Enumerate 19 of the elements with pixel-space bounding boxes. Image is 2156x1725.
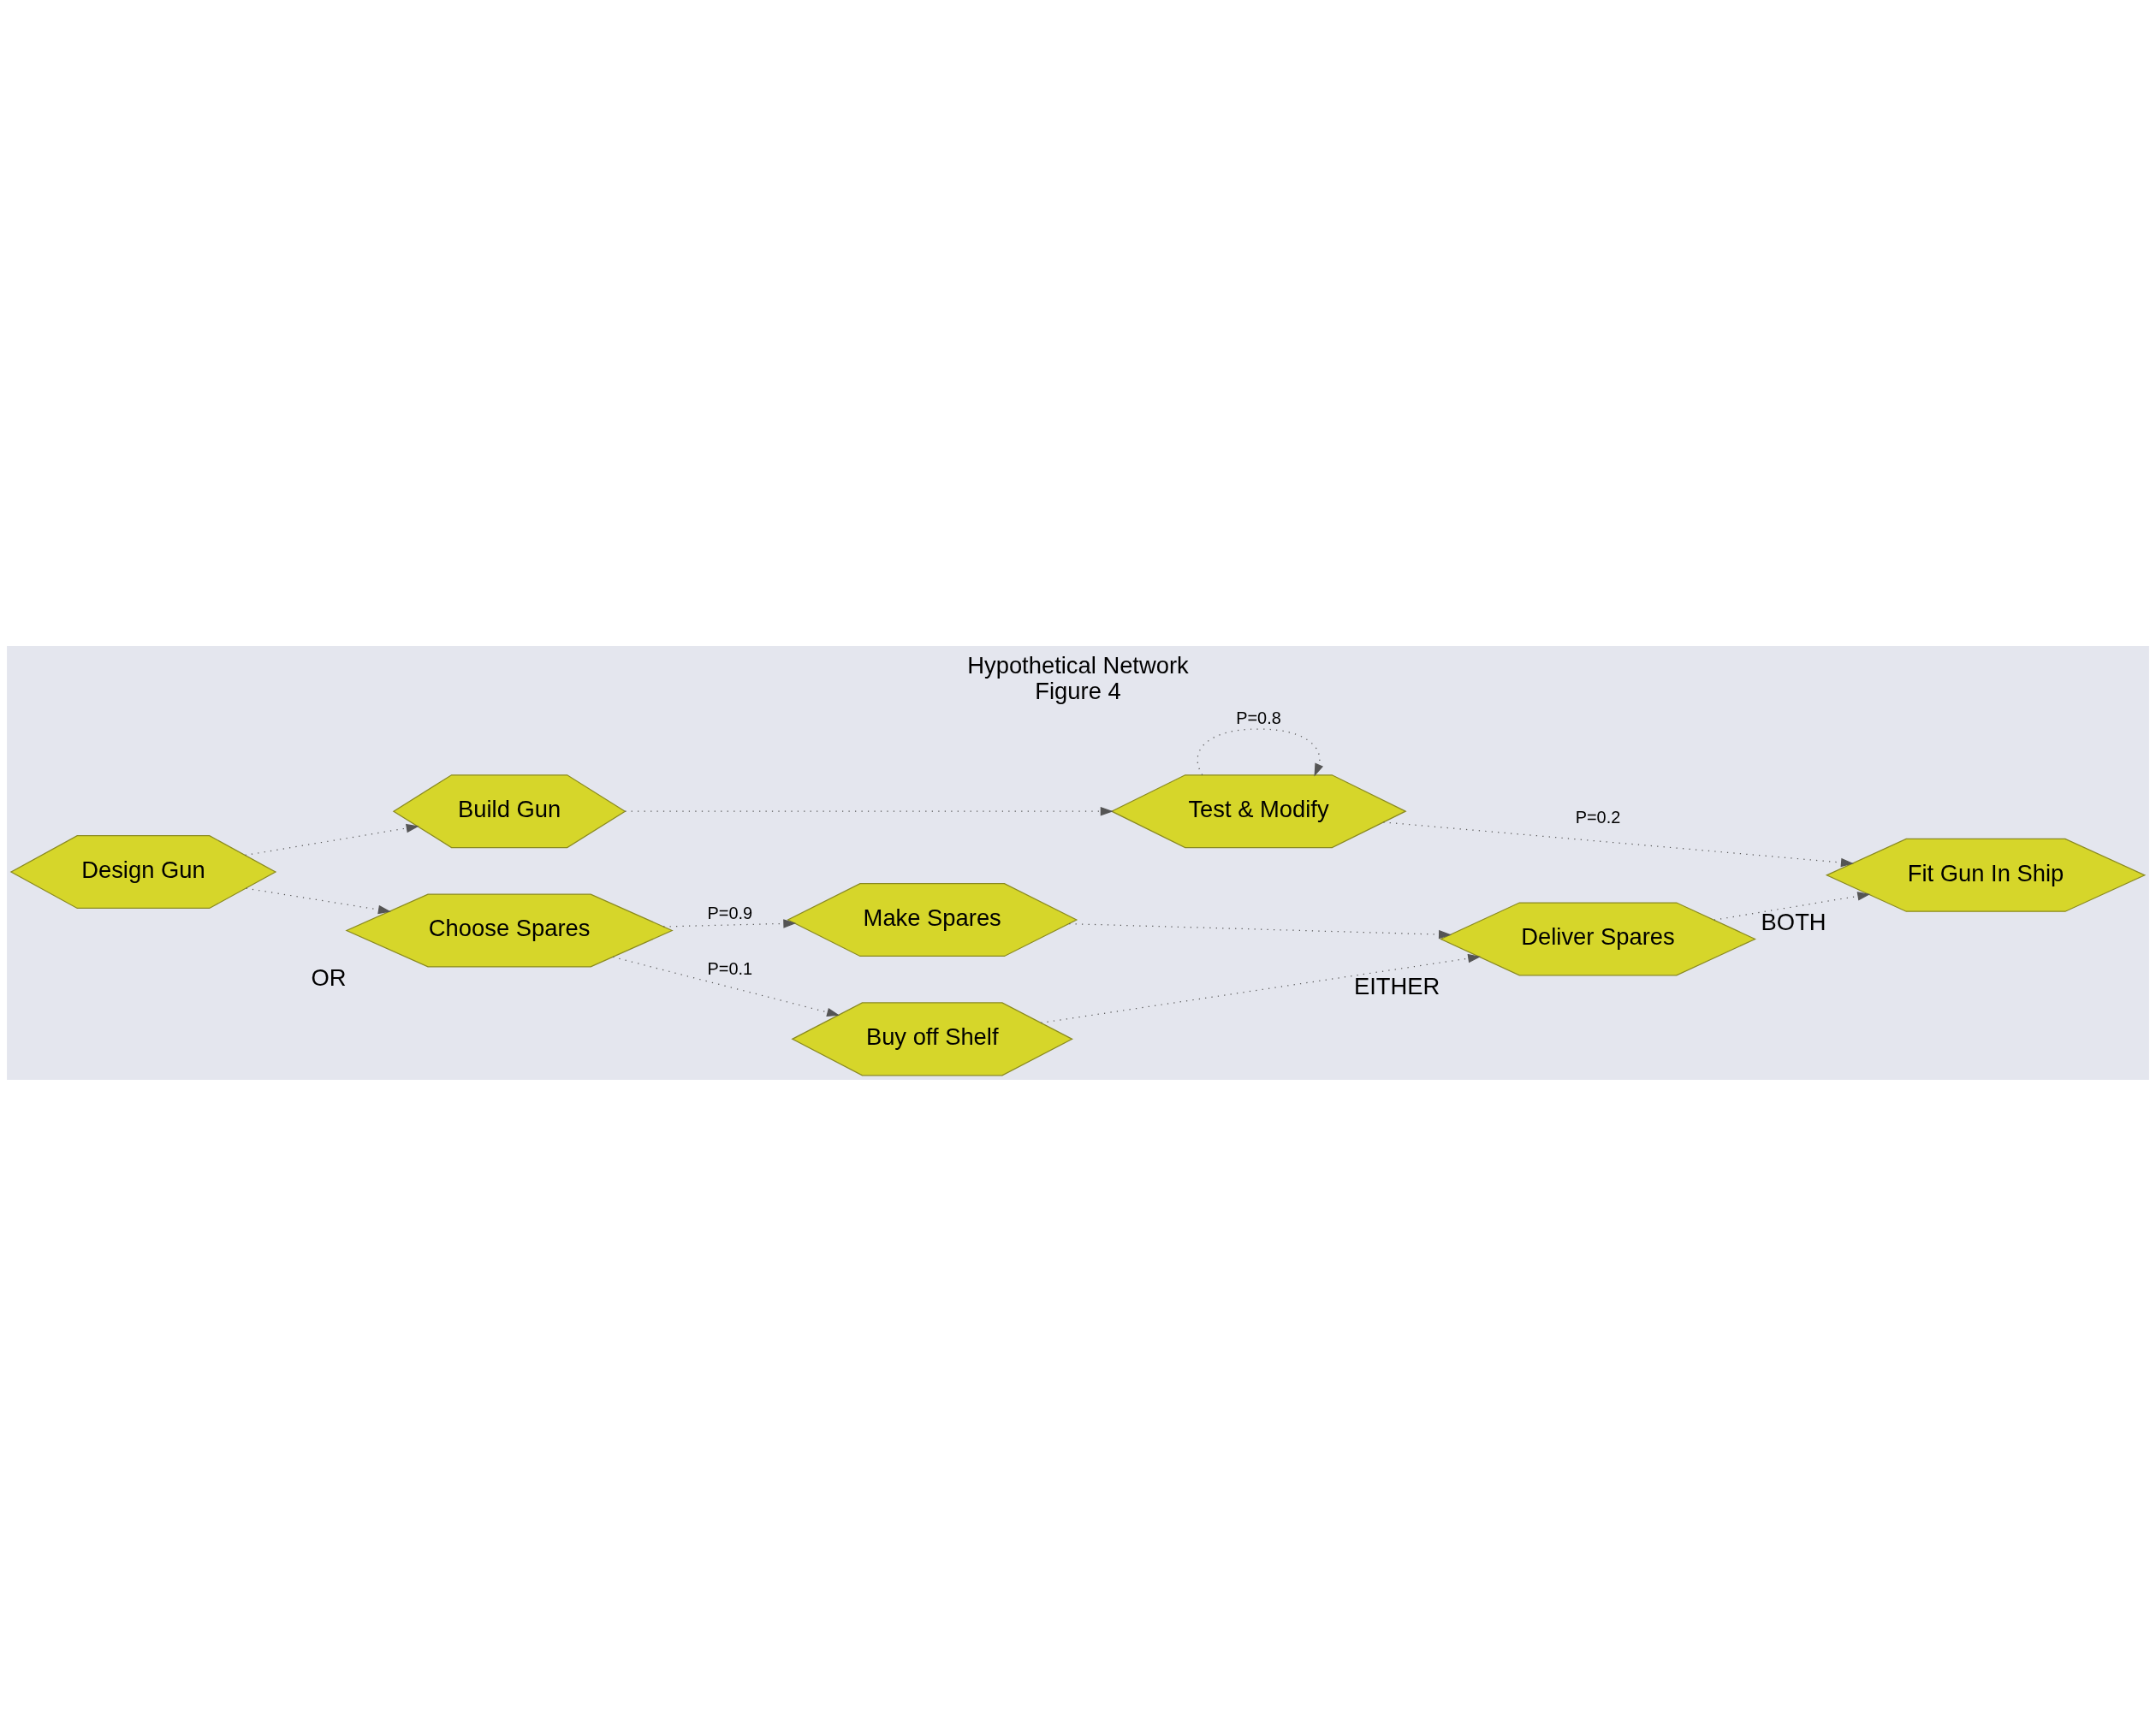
caption: Figure 4 <box>1035 677 1121 704</box>
arrow <box>662 918 797 928</box>
edge-label: P=0.1 <box>707 958 753 978</box>
arrow <box>1197 727 1324 776</box>
edge-label: P=0.9 <box>707 903 753 922</box>
arrow <box>1068 922 1452 939</box>
edge-label: P=0.2 <box>1575 807 1621 827</box>
node-label: EITHER <box>1354 972 1440 999</box>
arrow <box>624 806 1114 815</box>
arrow <box>244 823 419 856</box>
diagram-title: Hypothetical Network <box>967 651 1189 679</box>
node-label: OR <box>311 963 347 991</box>
edge-label: P=0.8 <box>1236 708 1281 727</box>
arrow <box>246 887 391 914</box>
arrow <box>1714 891 1871 921</box>
arrow <box>612 956 840 1017</box>
arrow <box>1040 953 1482 1023</box>
node-label: BOTH <box>1761 908 1826 935</box>
arrow <box>1382 821 1854 867</box>
